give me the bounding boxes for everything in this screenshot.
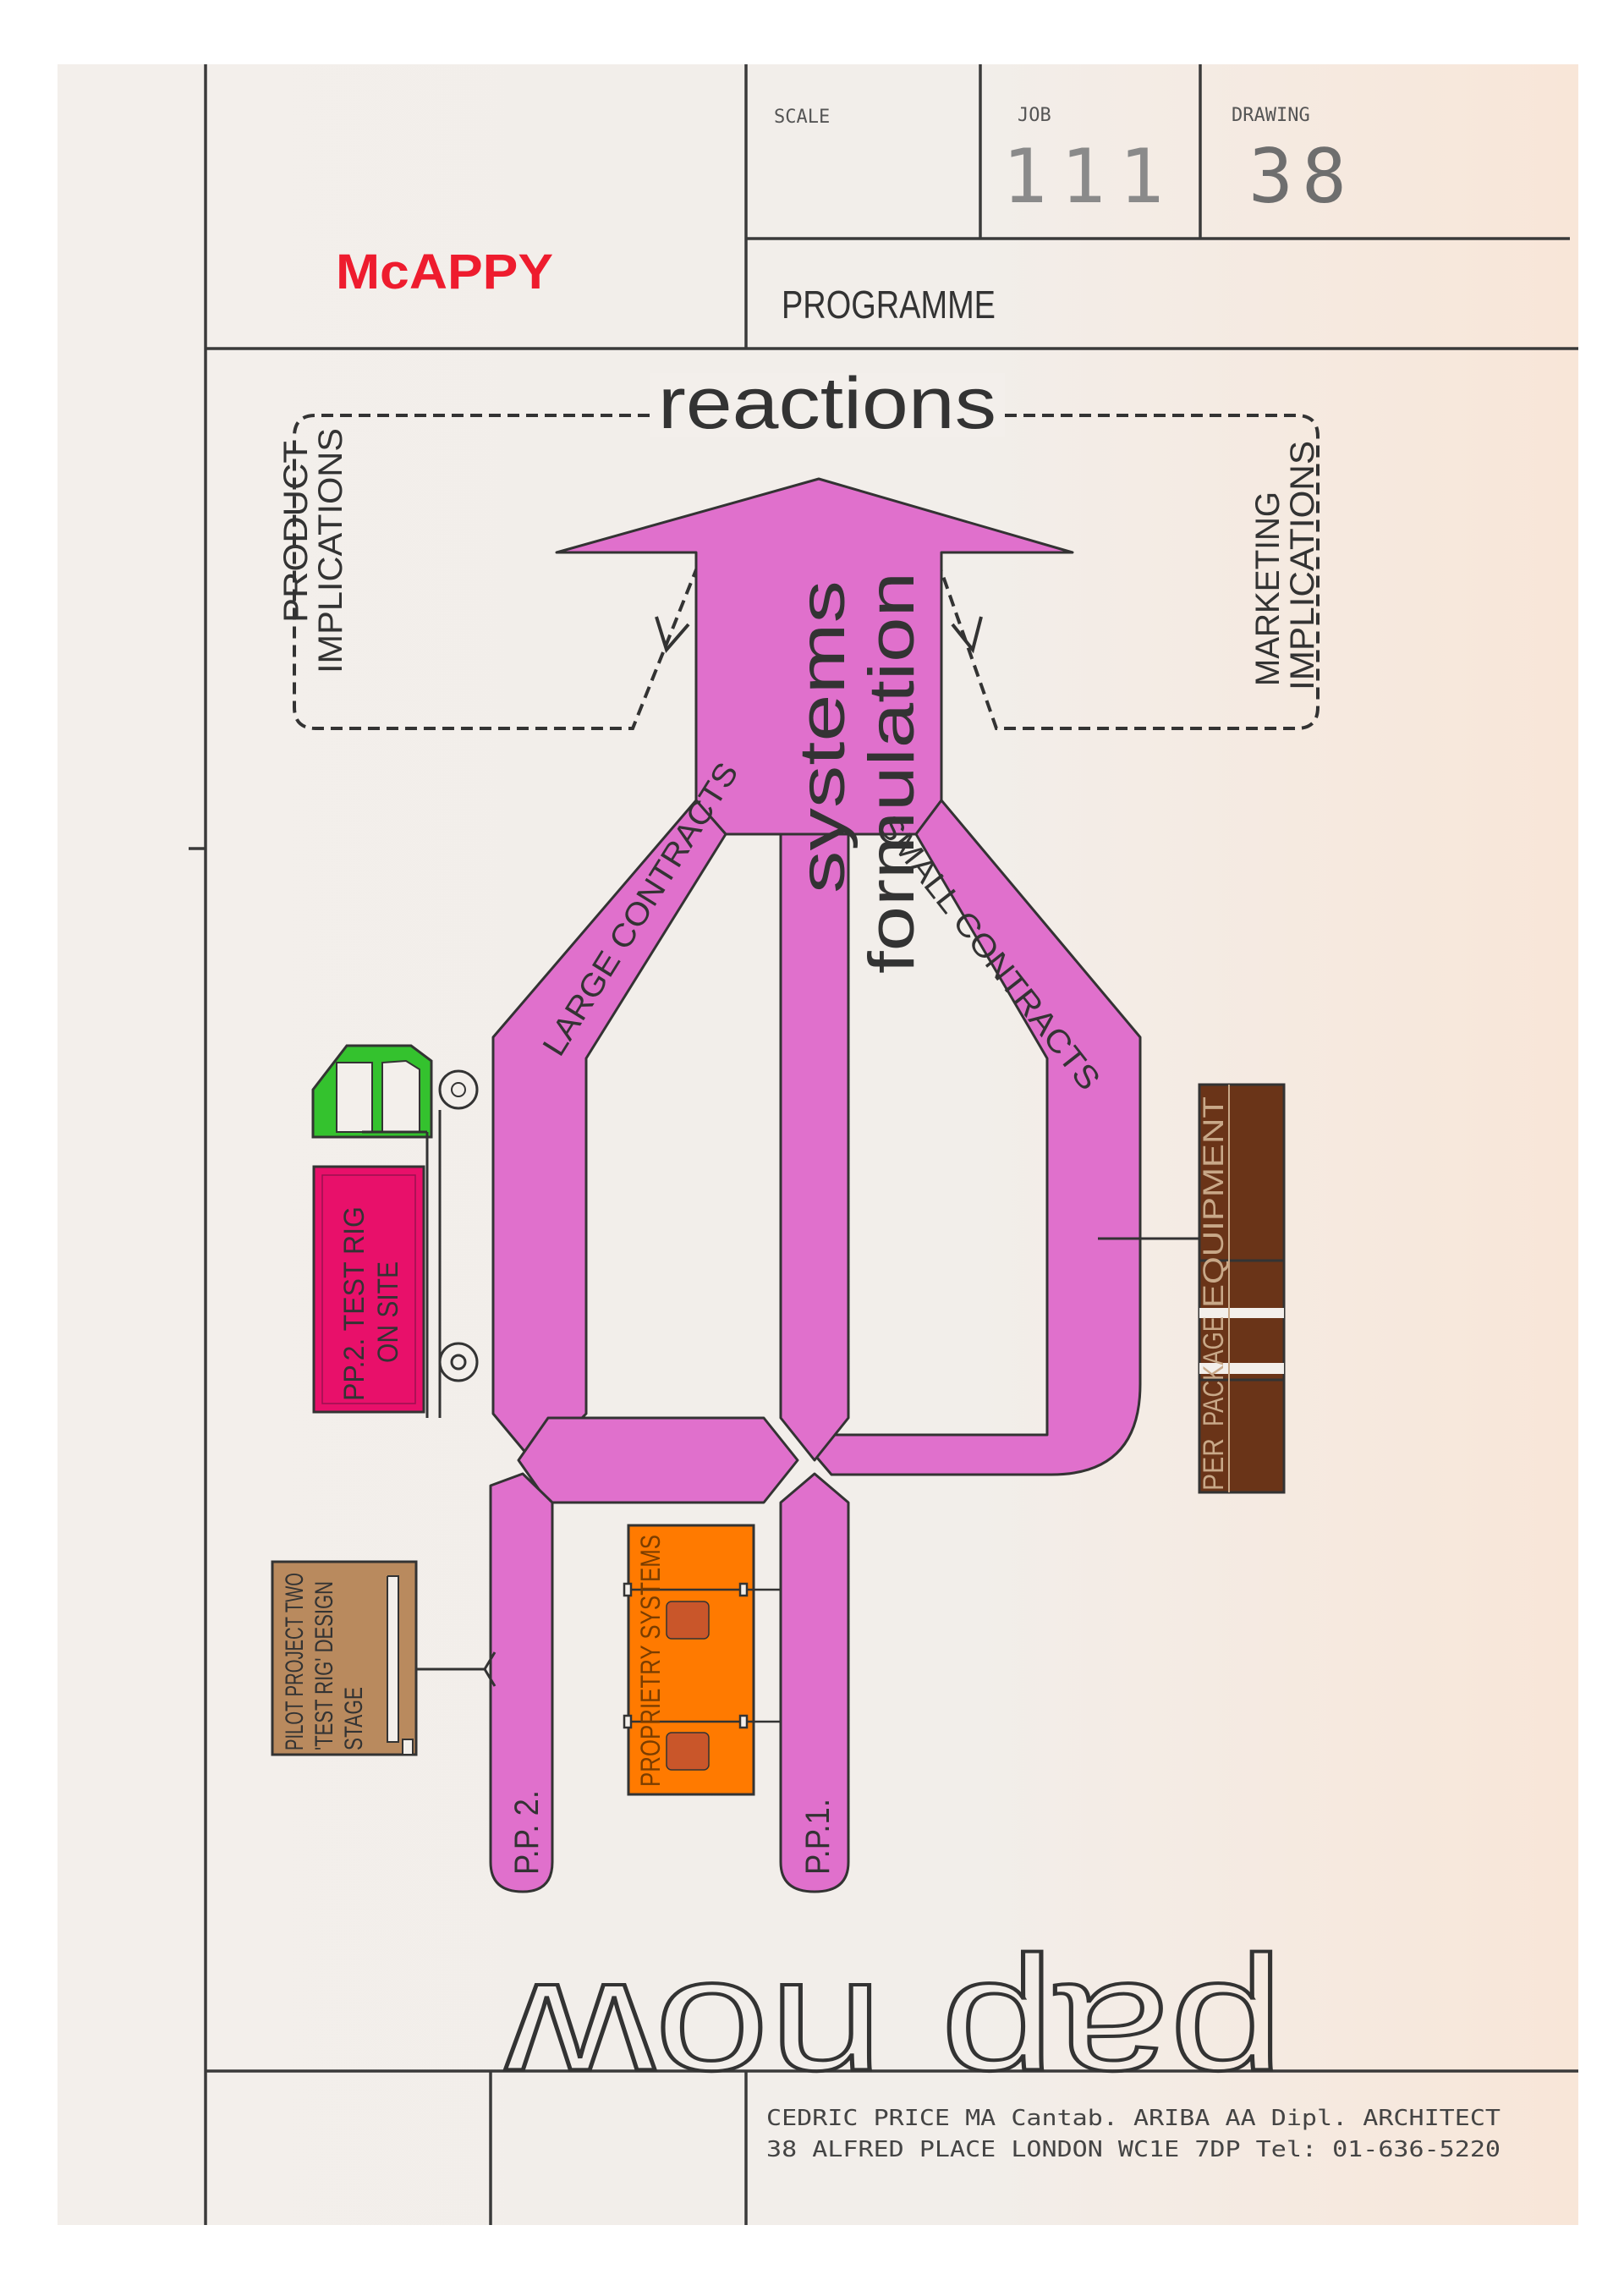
per-box <box>1198 1378 1286 1494</box>
pilot-connector <box>417 1651 497 1687</box>
sheet-title: PROGRAMME <box>782 283 996 327</box>
pp1-lane <box>779 1472 850 1893</box>
trailer-frame <box>362 1110 479 1418</box>
proprietary-systems-label: PROPRIETRY SYSTEMS <box>635 1535 666 1787</box>
package-label: PACKAGE <box>1198 1316 1230 1426</box>
proprietary-connectors <box>623 1582 781 1729</box>
pilot-label-line3: STAGE <box>340 1687 368 1750</box>
pilot-label-line2: 'TEST RIG' DESIGN <box>310 1581 338 1750</box>
marketing-implications-line2: IMPLICATIONS <box>1284 441 1321 690</box>
left-loop-arrowhead <box>655 616 690 654</box>
drawing-number: 38 <box>1248 133 1355 220</box>
scale-label: SCALE <box>774 107 830 128</box>
product-implications-line1: PRODUCT <box>277 441 315 623</box>
pp1-label: P.P.1. <box>799 1799 837 1875</box>
drawing-sheet: McAPPY SCALE JOB 111 DRAWING 38 PROGRAMM… <box>58 64 1578 2225</box>
marketing-implications-line1: MARKETING <box>1249 492 1287 686</box>
reactions-label: reactions <box>658 363 996 444</box>
feedback-loops <box>293 414 1320 730</box>
large-contracts-branch <box>491 799 727 1466</box>
equipment-label: EQUIPMENT <box>1198 1096 1230 1308</box>
reactions-mask <box>650 373 1005 437</box>
right-feedback-loop <box>935 414 1320 730</box>
job-label: JOB <box>1018 105 1051 126</box>
architect-line1: CEDRIC PRICE MA Cantab. ARIBA AA Dipl. A… <box>766 2106 1501 2131</box>
drawing-svg: McAPPY SCALE JOB 111 DRAWING 38 PROGRAMM… <box>189 64 1578 2225</box>
pp2-label: P.P. 2. <box>508 1790 546 1875</box>
central-stem <box>779 832 850 1462</box>
small-contracts-branch <box>796 799 1142 1476</box>
stem-label-systems: systems <box>787 580 859 893</box>
pilot-label-line1: PILOT PROJECT TWO <box>281 1573 309 1750</box>
stem-label-formulation: formulation <box>856 572 928 974</box>
truck-cab-icon <box>311 1044 479 1139</box>
architect-line2: 38 ALFRED PLACE LONDON WC1E 7DP Tel: 01-… <box>766 2137 1501 2162</box>
product-implications-line2: IMPLICATIONS <box>312 428 349 673</box>
client-stamp: McAPPY <box>336 244 553 299</box>
pp2-lane <box>489 1472 554 1893</box>
bottom-outline-word: pap now <box>505 1950 1284 2129</box>
job-number: 111 <box>1002 133 1177 220</box>
right-loop-arrowhead <box>951 616 983 654</box>
pp2-test-rig-box <box>312 1165 425 1414</box>
left-feedback-loop <box>293 414 702 730</box>
large-contracts-label: LARGE CONTRACTS <box>536 756 746 1062</box>
crossbar <box>517 1416 799 1504</box>
flow-diagram <box>489 477 1142 1893</box>
drawing-label: DRAWING <box>1232 105 1310 126</box>
test-rig-label-line1: PP.2. TEST RIG <box>338 1206 370 1401</box>
per-label: PER <box>1198 1438 1230 1491</box>
title-block-frame <box>189 64 1578 2225</box>
test-rig-label-line2: ON SITE <box>372 1261 404 1363</box>
